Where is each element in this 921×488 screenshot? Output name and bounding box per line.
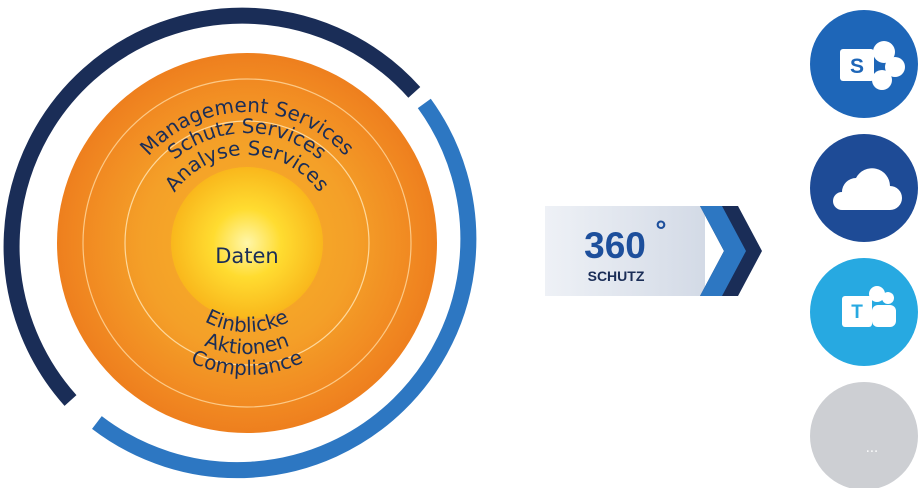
ring-divider-2 [124, 120, 370, 366]
cloud-icon [833, 168, 902, 210]
sharepoint-icon: S [840, 41, 905, 90]
more-icon: ... [866, 441, 878, 456]
protection-badge: 360 ° SCHUTZ [545, 206, 762, 296]
app-more[interactable]: ... [810, 382, 918, 488]
svg-text:T: T [851, 302, 863, 323]
ring-divider-1 [82, 78, 412, 408]
app-onedrive[interactable] [810, 134, 918, 242]
more-icon-bg [810, 382, 918, 488]
app-icons: S T ... [810, 10, 918, 488]
outer-arc-dark [3, 7, 421, 406]
center-label: Daten [215, 244, 279, 268]
badge-box [545, 206, 705, 296]
svg-text:S: S [850, 55, 864, 78]
service-rings [57, 53, 437, 433]
badge-degree: ° [655, 215, 666, 246]
outer-protection-arcs [3, 7, 477, 479]
app-sharepoint[interactable]: S [810, 10, 918, 118]
teams-icon: T [842, 286, 896, 327]
app-teams[interactable]: T [810, 258, 918, 366]
chevron-front-icon [700, 206, 746, 296]
badge-label: SCHUTZ [588, 268, 645, 284]
data-core [171, 167, 323, 319]
outer-arc-blue [92, 98, 477, 479]
badge-number: 360 [584, 225, 646, 266]
